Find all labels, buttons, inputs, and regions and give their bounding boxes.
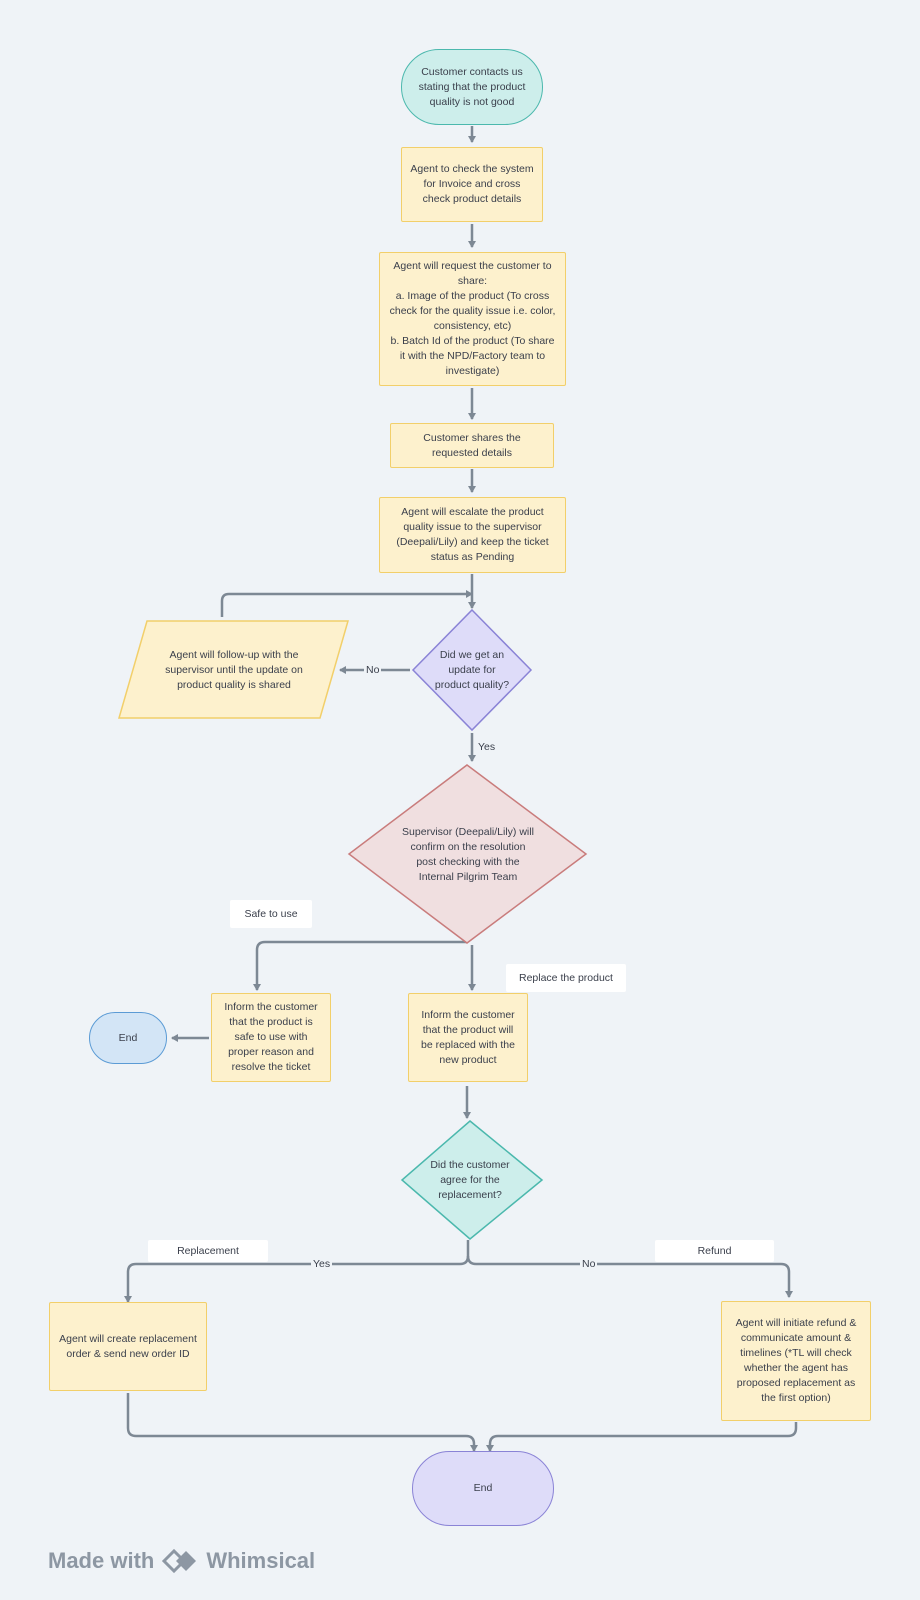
end-bottom-node: End [412,1451,554,1526]
check-system-text: Agent to check the system for Invoice an… [410,163,534,205]
initiate-refund-text: Agent will initiate refund & communicate… [735,1317,857,1404]
edge-agree-no [466,1255,793,1298]
tag-replace-product: Replace the product [506,964,626,992]
decision-update-diamond [411,608,533,732]
tag-replacement: Replacement [148,1240,268,1262]
end-left-text: End [118,1031,138,1044]
whimsical-footer[interactable]: Made with Whimsical [48,1548,315,1574]
supervisor-label: Supervisor (Deepali/Lily) will confirm o… [402,805,534,905]
follow-up-text: Agent will follow-up with the supervisor… [165,648,303,691]
followup-parallelogram [118,620,349,719]
edge-replacement-to-end [126,1393,478,1452]
end-bottom-text: End [473,1482,493,1494]
inform-replace-node: Inform the customer that the product wil… [408,993,528,1082]
edge-label-no-update: No [364,663,382,677]
decision-update-text: Did we get an update for product quality… [434,648,510,691]
decision-agree-diamond [400,1120,544,1240]
request-details-text: Agent will request the customer to share… [389,260,556,377]
tag-refund: Refund [655,1240,774,1262]
start-node-text: Customer contacts us stating that the pr… [418,65,526,108]
edge-label-yes-agree: Yes [311,1257,333,1271]
initiate-refund-node: Agent will initiate refund & communicate… [721,1301,871,1421]
edge-refund-to-end [486,1422,798,1452]
edge-supervisor-to-safe [253,940,467,991]
escalate-node: Agent will escalate the product quality … [379,497,566,573]
escalate-text: Agent will escalate the product quality … [396,506,549,563]
create-replacement-text: Agent will create replacement order & se… [59,1332,197,1360]
customer-shares-text: Customer shares the requested details [423,431,521,459]
inform-replace-text: Inform the customer that the product wil… [421,1008,515,1066]
end-left-node: End [89,1012,167,1064]
whimsical-logo-icon [162,1549,197,1573]
decision-update-label: Did we get an update for product quality… [433,630,511,710]
edge-label-yes-update: Yes [476,740,498,754]
decision-agree-text: Did the customer agree for the replaceme… [430,1158,510,1201]
follow-up-label: Agent will follow-up with the supervisor… [148,628,320,712]
request-details-node: Agent will request the customer to share… [379,252,566,386]
inform-safe-text: Inform the customer that the product is … [224,1001,318,1073]
edge-followup-loop [220,590,473,617]
customer-shares-node: Customer shares the requested details [390,423,554,468]
supervisor-text: Supervisor (Deepali/Lily) will confirm o… [402,826,534,883]
inform-safe-node: Inform the customer that the product is … [211,993,331,1082]
decision-agree-label: Did the customer agree for the replaceme… [430,1145,510,1215]
made-with-text: Made with [48,1548,155,1573]
start-node: Customer contacts us stating that the pr… [401,49,543,125]
whimsical-brand-text: Whimsical [206,1548,316,1573]
edge-label-no-agree: No [580,1257,598,1271]
create-replacement-node: Agent will create replacement order & se… [49,1302,207,1391]
tag-safe-to-use: Safe to use [230,900,312,928]
check-system-node: Agent to check the system for Invoice an… [401,147,543,222]
supervisor-diamond [347,764,588,944]
